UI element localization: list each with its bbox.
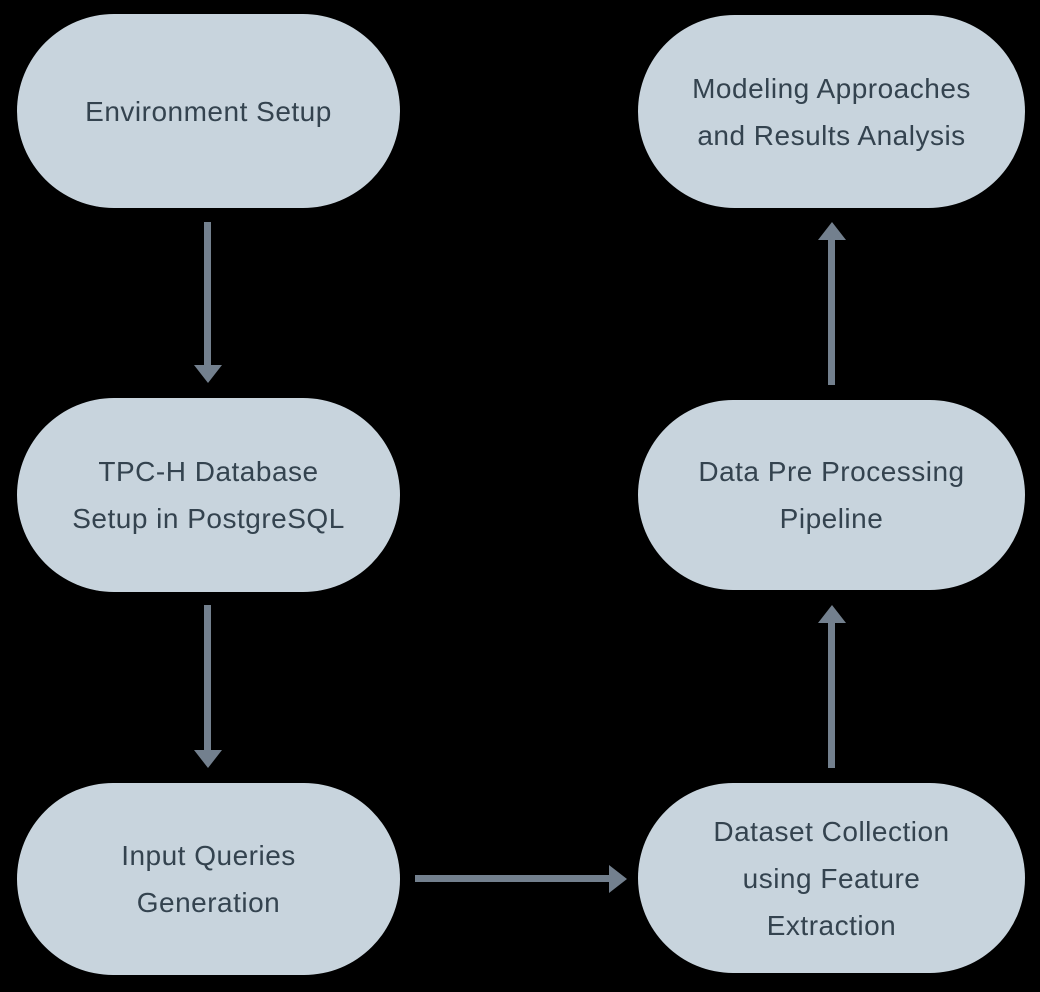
node-data-pre-processing: Data Pre Processing Pipeline: [638, 400, 1025, 590]
arrow-up-icon: [818, 222, 846, 240]
node-label-line: Data Pre Processing: [698, 456, 965, 487]
node-label-line: and Results Analysis: [697, 119, 966, 151]
node-label-line: using Feature: [742, 862, 921, 894]
arrow-right-icon: [609, 865, 627, 893]
edge-input-queries-to-dataset-collection: [415, 865, 627, 893]
node-label-line: Input Queries: [121, 840, 296, 871]
node-tpch-database-setup: TPC-H Database Setup in PostgreSQL: [17, 398, 400, 592]
arrow-shaft: [828, 620, 835, 768]
arrow-shaft: [828, 237, 835, 385]
node-input-queries-generation: Input Queries Generation: [17, 783, 400, 975]
node-dataset-collection: Dataset Collection using Feature Extract…: [638, 783, 1025, 973]
node-label-line: Environment Setup: [85, 95, 332, 127]
arrow-shaft: [204, 605, 211, 753]
edge-data-pre-processing-to-modeling: [818, 222, 846, 385]
node-label-line: Setup in PostgreSQL: [72, 503, 345, 534]
node-label-line: TPC-H Database: [98, 456, 319, 487]
arrow-shaft: [415, 875, 612, 882]
node-environment-setup: Environment Setup: [17, 14, 400, 208]
edge-dataset-collection-to-data-pre-processing: [818, 605, 846, 768]
arrow-shaft: [204, 222, 211, 368]
arrow-down-icon: [194, 365, 222, 383]
node-label-line: Dataset Collection: [713, 815, 950, 847]
node-label-line: Extraction: [766, 909, 897, 941]
node-label-line: Pipeline: [779, 503, 884, 534]
edge-tpch-to-input-queries: [194, 605, 222, 768]
arrow-up-icon: [818, 605, 846, 623]
node-label-line: Generation: [136, 887, 281, 918]
node-label-line: Modeling Approaches: [692, 72, 971, 104]
edge-environment-to-tpch: [194, 222, 222, 383]
node-modeling-approaches: Modeling Approaches and Results Analysis: [638, 15, 1025, 208]
arrow-down-icon: [194, 750, 222, 768]
